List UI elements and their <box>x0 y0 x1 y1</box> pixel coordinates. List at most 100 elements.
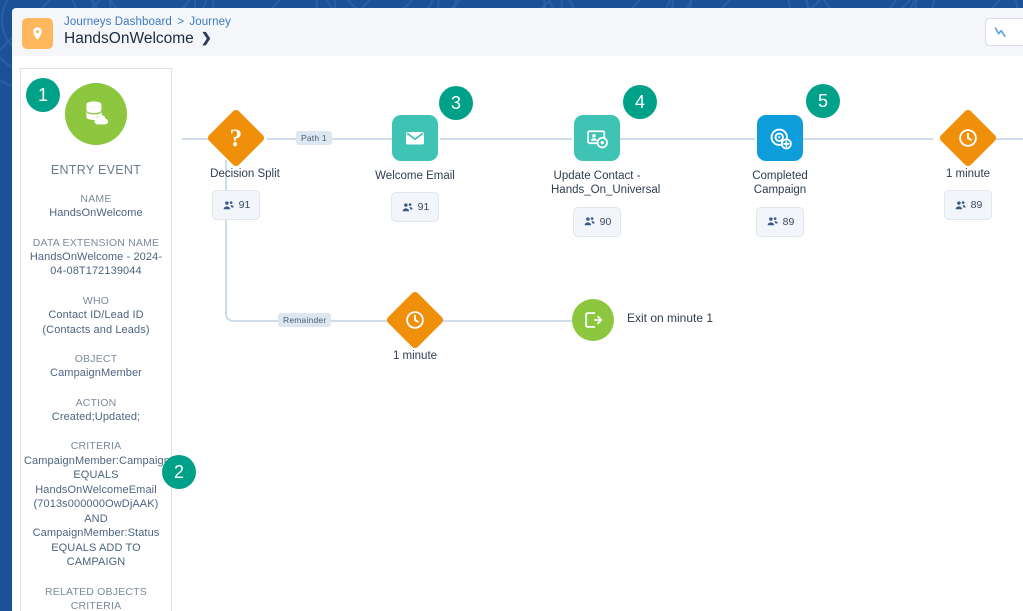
count-value: 91 <box>238 199 251 212</box>
journey-header: Journeys Dashboard > Journey HandsOnWelc… <box>12 8 1023 56</box>
entry-field-criteria: CRITERIA CampaignMember:CampaignId EQUAL… <box>21 439 180 569</box>
clock-icon <box>959 129 977 147</box>
node-wait-bottom[interactable]: 1 minute <box>360 290 470 363</box>
connector-wait-to-exit <box>440 320 580 322</box>
entry-field-who: WHO Contact ID/Lead ID (Contacts and Lea… <box>21 294 171 337</box>
header-left-group: Journeys Dashboard > Journey HandsOnWelc… <box>12 16 231 49</box>
contacts-group-icon <box>767 217 778 226</box>
path-label-text: Remainder <box>283 315 327 325</box>
activity-chart-icon <box>994 26 1006 37</box>
field-label: OBJECT <box>74 353 118 366</box>
node-label: 1 minute <box>392 350 438 362</box>
count-value: 90 <box>599 215 612 228</box>
connector-email-to-update <box>440 138 572 140</box>
field-label: RELATED OBJECTS CRITERIA <box>45 585 147 611</box>
contact-count-badge[interactable]: 89 <box>944 190 992 221</box>
field-value: HandsOnWelcome - 2024-04-08T172139044 <box>29 250 163 278</box>
wait-diamond-bottom[interactable] <box>385 290 445 350</box>
step-badge-3: 3 <box>439 86 473 120</box>
node-exit[interactable] <box>572 299 614 341</box>
path-label-remainder[interactable]: Remainder <box>278 313 332 327</box>
badge-number: 5 <box>817 90 828 111</box>
entry-field-object: OBJECT CampaignMember <box>21 352 171 381</box>
contact-count-badge[interactable]: 90 <box>573 206 621 237</box>
contact-count-badge[interactable]: 91 <box>391 192 439 223</box>
journey-title-row: HandsOnWelcome ❯ <box>64 30 231 48</box>
node-label: 1 minute <box>945 168 991 180</box>
data-extension-icon <box>65 83 127 145</box>
connector-decision-branch-corner <box>225 160 253 322</box>
update-contact-icon-tile[interactable] <box>574 115 620 161</box>
field-label: ACTION <box>75 396 117 409</box>
field-value: CampaignMember:CampaignId EQUALS HandsOn… <box>24 454 180 569</box>
count-value: 91 <box>417 201 430 214</box>
contacts-group-icon <box>955 201 966 210</box>
node-update-contact[interactable]: Update Contact - Hands_On_Universal 90 <box>542 115 661 237</box>
wait-diamond-top[interactable] <box>938 108 998 168</box>
entry-event-title: ENTRY EVENT <box>50 163 142 177</box>
contact-count-badge[interactable]: 89 <box>756 206 804 237</box>
clock-icon <box>406 311 424 329</box>
header-titles: Journeys Dashboard > Journey HandsOnWelc… <box>64 16 231 48</box>
field-value: HandsOnWelcome <box>49 207 143 220</box>
path-label-text: Path 1 <box>301 133 327 143</box>
contacts-group-icon <box>223 201 234 210</box>
entry-field-name: NAME HandsOnWelcome <box>21 192 171 221</box>
entry-event-panel[interactable]: ENTRY EVENT NAME HandsOnWelcome DATA EXT… <box>20 68 180 611</box>
step-badge-4: 4 <box>623 85 657 119</box>
contact-count-badge[interactable]: 91 <box>212 190 260 221</box>
location-pin-icon <box>22 17 53 49</box>
step-badge-2: 2 <box>162 455 196 489</box>
activity-chart-button[interactable] <box>985 18 1023 46</box>
field-label: WHO <box>82 294 110 307</box>
field-value: Contact ID/Lead ID (Contacts and Leads) <box>42 309 150 336</box>
contacts-group-icon <box>402 203 413 212</box>
breadcrumb: Journeys Dashboard > Journey <box>64 16 231 29</box>
connector-update-to-campaign <box>620 138 755 140</box>
badge-number: 1 <box>37 84 48 105</box>
chevron-right-icon[interactable]: ❯ <box>200 30 212 46</box>
field-label: NAME <box>80 193 112 205</box>
step-badge-5: 5 <box>806 84 840 118</box>
field-label: DATA EXTENSION NAME <box>32 236 160 249</box>
node-wait-top[interactable]: 1 minute 89 <box>913 108 1023 221</box>
node-completed-campaign[interactable]: Completed Campaign 89 <box>725 115 835 237</box>
exit-door-icon <box>585 312 603 328</box>
exit-circle[interactable] <box>572 299 614 341</box>
badge-number: 2 <box>173 461 184 482</box>
entry-field-related-objects-criteria: RELATED OBJECTS CRITERIA Common:Contacts… <box>21 585 171 611</box>
campaign-target-icon <box>770 128 792 149</box>
page-title: HandsOnWelcome <box>64 29 194 47</box>
field-value: CampaignMember <box>50 367 142 380</box>
node-label: Update Contact - Hands_On_Universal <box>551 170 661 197</box>
welcome-email-icon-tile[interactable] <box>392 115 438 161</box>
connector-wait-to-edge <box>974 138 1023 140</box>
count-value: 89 <box>970 199 983 212</box>
envelope-icon <box>406 132 424 145</box>
connector-campaign-to-wait <box>803 138 933 140</box>
decision-split-diamond[interactable]: ? <box>206 108 266 168</box>
path-label-path-1[interactable]: Path 1 <box>296 131 332 145</box>
completed-campaign-icon-tile[interactable] <box>757 115 803 161</box>
exit-label: Exit on minute 1 <box>627 311 714 325</box>
breadcrumb-current[interactable]: Journey <box>189 15 231 28</box>
update-contact-icon <box>586 129 608 148</box>
node-welcome-email[interactable]: Welcome Email 91 <box>360 115 470 223</box>
badge-number: 4 <box>634 91 645 112</box>
badge-number: 3 <box>450 92 461 113</box>
header-right-group <box>985 18 1023 46</box>
step-badge-1: 1 <box>26 78 60 112</box>
journey-canvas[interactable]: ENTRY EVENT NAME HandsOnWelcome DATA EXT… <box>12 56 1023 611</box>
breadcrumb-parent-link[interactable]: Journeys Dashboard <box>64 15 172 28</box>
field-value: Created;Updated; <box>51 410 141 423</box>
node-label: Decision Split <box>210 168 280 180</box>
question-mark-icon: ? <box>229 124 243 152</box>
entry-field-action: ACTION Created;Updated; <box>21 396 171 425</box>
contacts-group-icon <box>584 217 595 226</box>
node-label: Welcome Email <box>375 170 455 182</box>
count-value: 89 <box>782 215 795 228</box>
connector-entry-to-decision <box>182 138 227 140</box>
field-label: CRITERIA <box>70 440 122 453</box>
entry-field-data-extension-name: DATA EXTENSION NAME HandsOnWelcome - 202… <box>21 236 171 279</box>
node-decision-split[interactable]: ? Decision Split 91 <box>190 108 282 221</box>
